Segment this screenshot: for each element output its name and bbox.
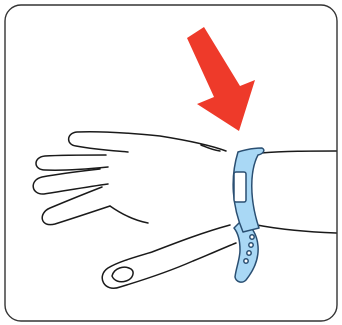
strap-hole	[250, 235, 254, 239]
strap-hole	[244, 259, 248, 263]
wristband-buckle	[234, 172, 246, 202]
strap-hole	[247, 251, 251, 255]
frame-border	[5, 5, 337, 321]
strap-hole	[249, 243, 253, 247]
